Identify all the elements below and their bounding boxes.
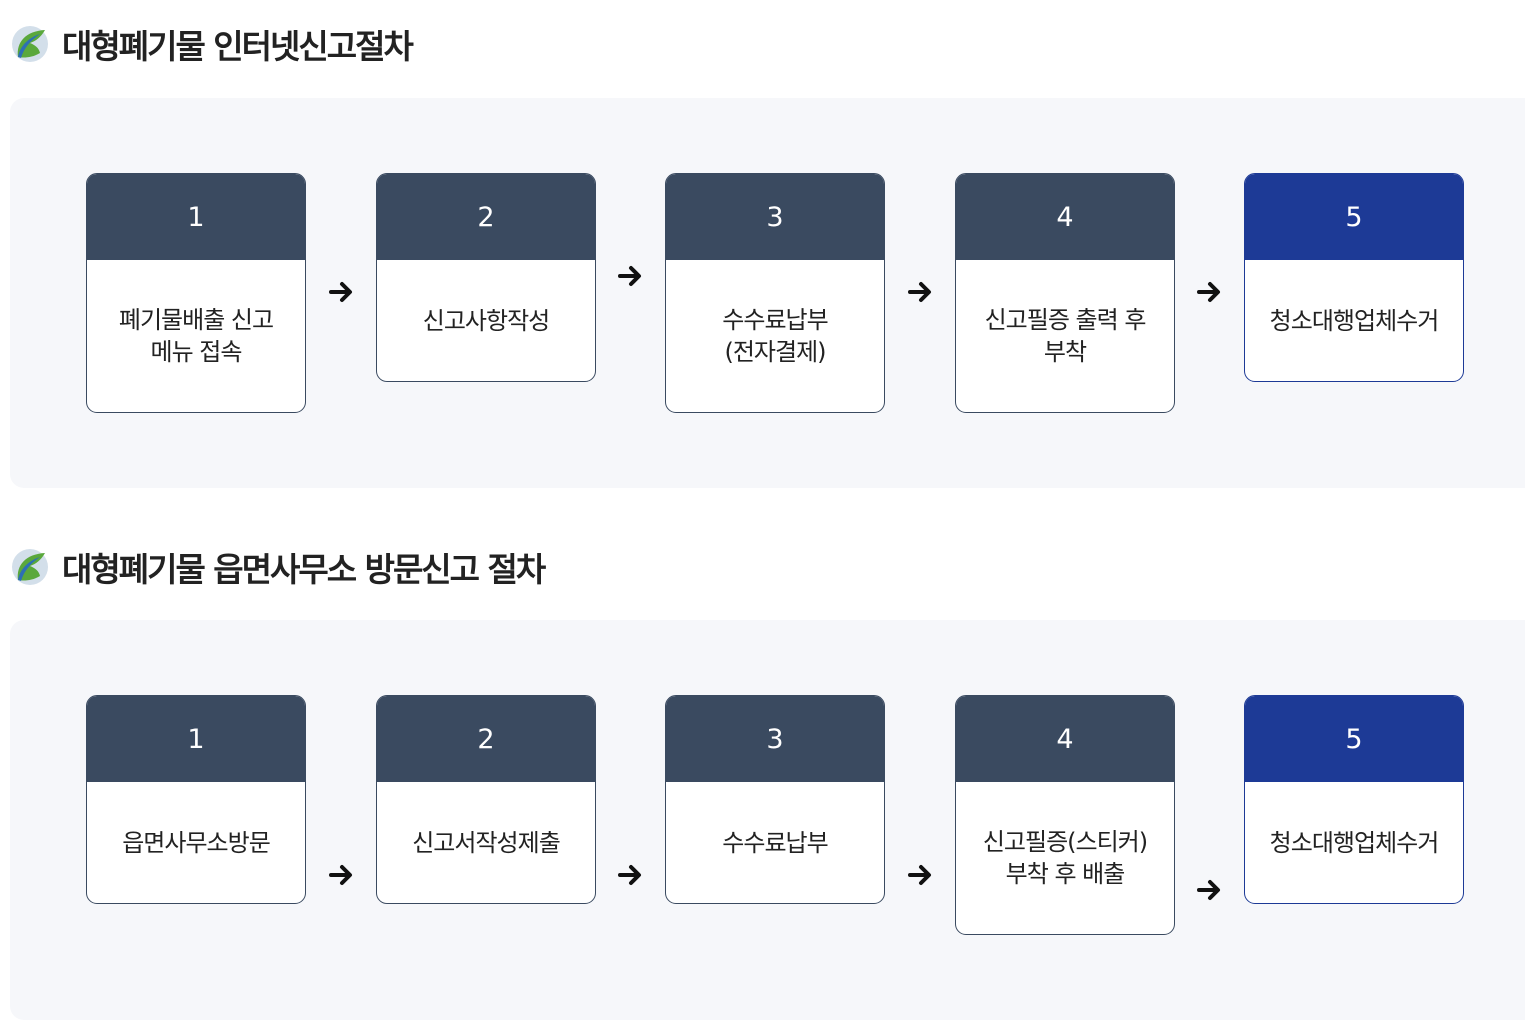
step-flow: 1 폐기물배출 신고 메뉴 접속 2 신고사항작성 3 수수료납부 (전자결제)… [86,173,1466,423]
step-number: 5 [1245,174,1463,260]
arrow-right-icon [1195,878,1225,902]
arrow-right-icon [616,863,646,887]
step-label: 신고사항작성 [422,306,550,335]
step-number: 4 [956,174,1174,260]
step-card-2: 2 신고사항작성 [376,173,596,382]
step-flow: 1 읍면사무소방문 2 신고서작성제출 3 수수료납부 4 신고필증(스티커) … [86,695,1466,945]
step-number: 1 [87,174,305,260]
step-label: 신고서작성제출 [412,828,561,857]
leaf-logo-icon [12,549,48,585]
leaf-logo-icon [12,26,48,62]
step-label: 읍면사무소방문 [122,828,271,857]
step-number: 2 [377,696,595,782]
step-number: 3 [666,696,884,782]
step-card-5: 5 청소대행업체수거 [1244,173,1464,382]
step-label: 폐기물배출 신고 메뉴 접속 [118,306,274,366]
step-label: 수수료납부 (전자결제) [722,306,828,366]
section-title: 대형폐기물 읍면사무소 방문신고 절차 [62,550,546,589]
arrow-right-icon [906,280,936,304]
section-title: 대형폐기물 인터넷신고절차 [62,27,414,66]
arrow-right-icon [327,280,357,304]
step-card-4: 4 신고필증(스티커) 부착 후 배출 [955,695,1175,935]
step-label: 수수료납부 [722,828,828,857]
step-card-2: 2 신고서작성제출 [376,695,596,904]
arrow-right-icon [616,264,646,288]
step-label: 청소대행업체수거 [1269,828,1440,857]
arrow-right-icon [906,863,936,887]
step-number: 4 [956,696,1174,782]
step-label: 청소대행업체수거 [1269,306,1440,335]
step-number: 5 [1245,696,1463,782]
arrow-right-icon [327,863,357,887]
step-label: 신고필증 출력 후 부착 [984,306,1147,366]
arrow-right-icon [1195,280,1225,304]
section-1-heading: 대형폐기물 인터넷신고절차 [10,20,414,68]
step-number: 1 [87,696,305,782]
step-card-3: 3 수수료납부 (전자결제) [665,173,885,413]
step-card-3: 3 수수료납부 [665,695,885,904]
step-card-1: 1 폐기물배출 신고 메뉴 접속 [86,173,306,413]
step-card-1: 1 읍면사무소방문 [86,695,306,904]
procedure-panel-internet: 1 폐기물배출 신고 메뉴 접속 2 신고사항작성 3 수수료납부 (전자결제)… [10,98,1525,488]
section-2-heading: 대형폐기물 읍면사무소 방문신고 절차 [10,543,546,591]
step-label: 신고필증(스티커) 부착 후 배출 [982,828,1148,888]
step-card-4: 4 신고필증 출력 후 부착 [955,173,1175,413]
step-number: 3 [666,174,884,260]
step-number: 2 [377,174,595,260]
step-card-5: 5 청소대행업체수거 [1244,695,1464,904]
procedure-panel-visit: 1 읍면사무소방문 2 신고서작성제출 3 수수료납부 4 신고필증(스티커) … [10,620,1525,1020]
